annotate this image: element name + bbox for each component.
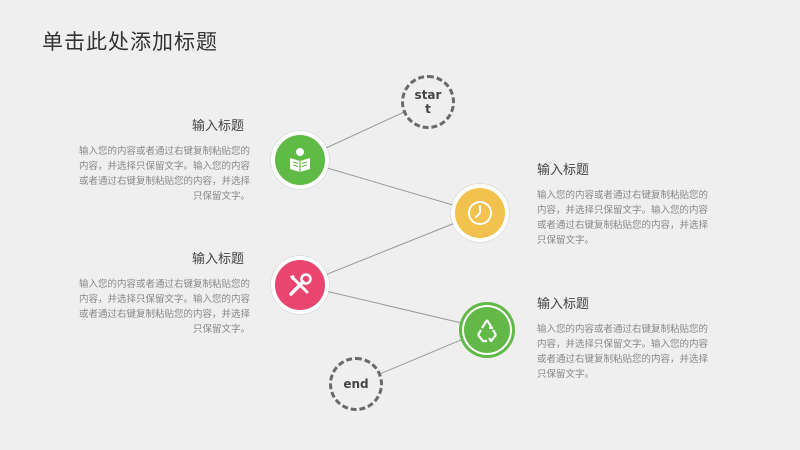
clock-icon: [468, 201, 492, 225]
step-4-heading: 输入标题: [537, 297, 590, 312]
step-2-circle: [455, 188, 505, 238]
reading-person-icon: [290, 148, 310, 172]
recycle-icon: [477, 319, 497, 343]
step-4-circle: [459, 302, 515, 358]
step-3-heading: 输入标题: [191, 252, 244, 267]
connector-3-4: [299, 284, 488, 330]
step-2-heading: 输入标题: [537, 163, 590, 178]
step-1-description: 输入您的内容或者通过右键复制粘贴您的内容，并选择只保留文字。输入您的内容或者通过…: [78, 146, 250, 202]
connector-2-3: [299, 212, 481, 286]
end-label: end: [343, 377, 369, 391]
step-1-heading: 输入标题: [191, 119, 244, 134]
step-2-text-block: 输入标题 输入您的内容或者通过右键复制粘贴您的内容，并选择只保留文字。输入您的内…: [537, 163, 712, 248]
step-3-text-block: 输入标题 输入您的内容或者通过右键复制粘贴您的内容，并选择只保留文字。输入您的内…: [75, 252, 250, 337]
step-3-circle: [275, 260, 325, 310]
end-node: end: [329, 357, 383, 411]
start-label: start: [414, 88, 442, 116]
tools-icon: [289, 273, 312, 296]
start-node: start: [401, 75, 455, 129]
step-1-text-block: 输入标题 输入您的内容或者通过右键复制粘贴您的内容，并选择只保留文字。输入您的内…: [78, 119, 250, 204]
step-4-text-block: 输入标题 输入您的内容或者通过右键复制粘贴您的内容，并选择只保留文字。输入您的内…: [537, 297, 712, 382]
step-4-description: 输入您的内容或者通过右键复制粘贴您的内容，并选择只保留文字。输入您的内容或者通过…: [537, 324, 709, 380]
step-3-description: 输入您的内容或者通过右键复制粘贴您的内容，并选择只保留文字。输入您的内容或者通过…: [78, 279, 250, 335]
connector-1-2: [299, 159, 481, 214]
step-1-circle: [275, 135, 325, 185]
step-2-description: 输入您的内容或者通过右键复制粘贴您的内容，并选择只保留文字。输入您的内容或者通过…: [537, 190, 709, 246]
slide-title: 单击此处添加标题: [42, 30, 218, 54]
